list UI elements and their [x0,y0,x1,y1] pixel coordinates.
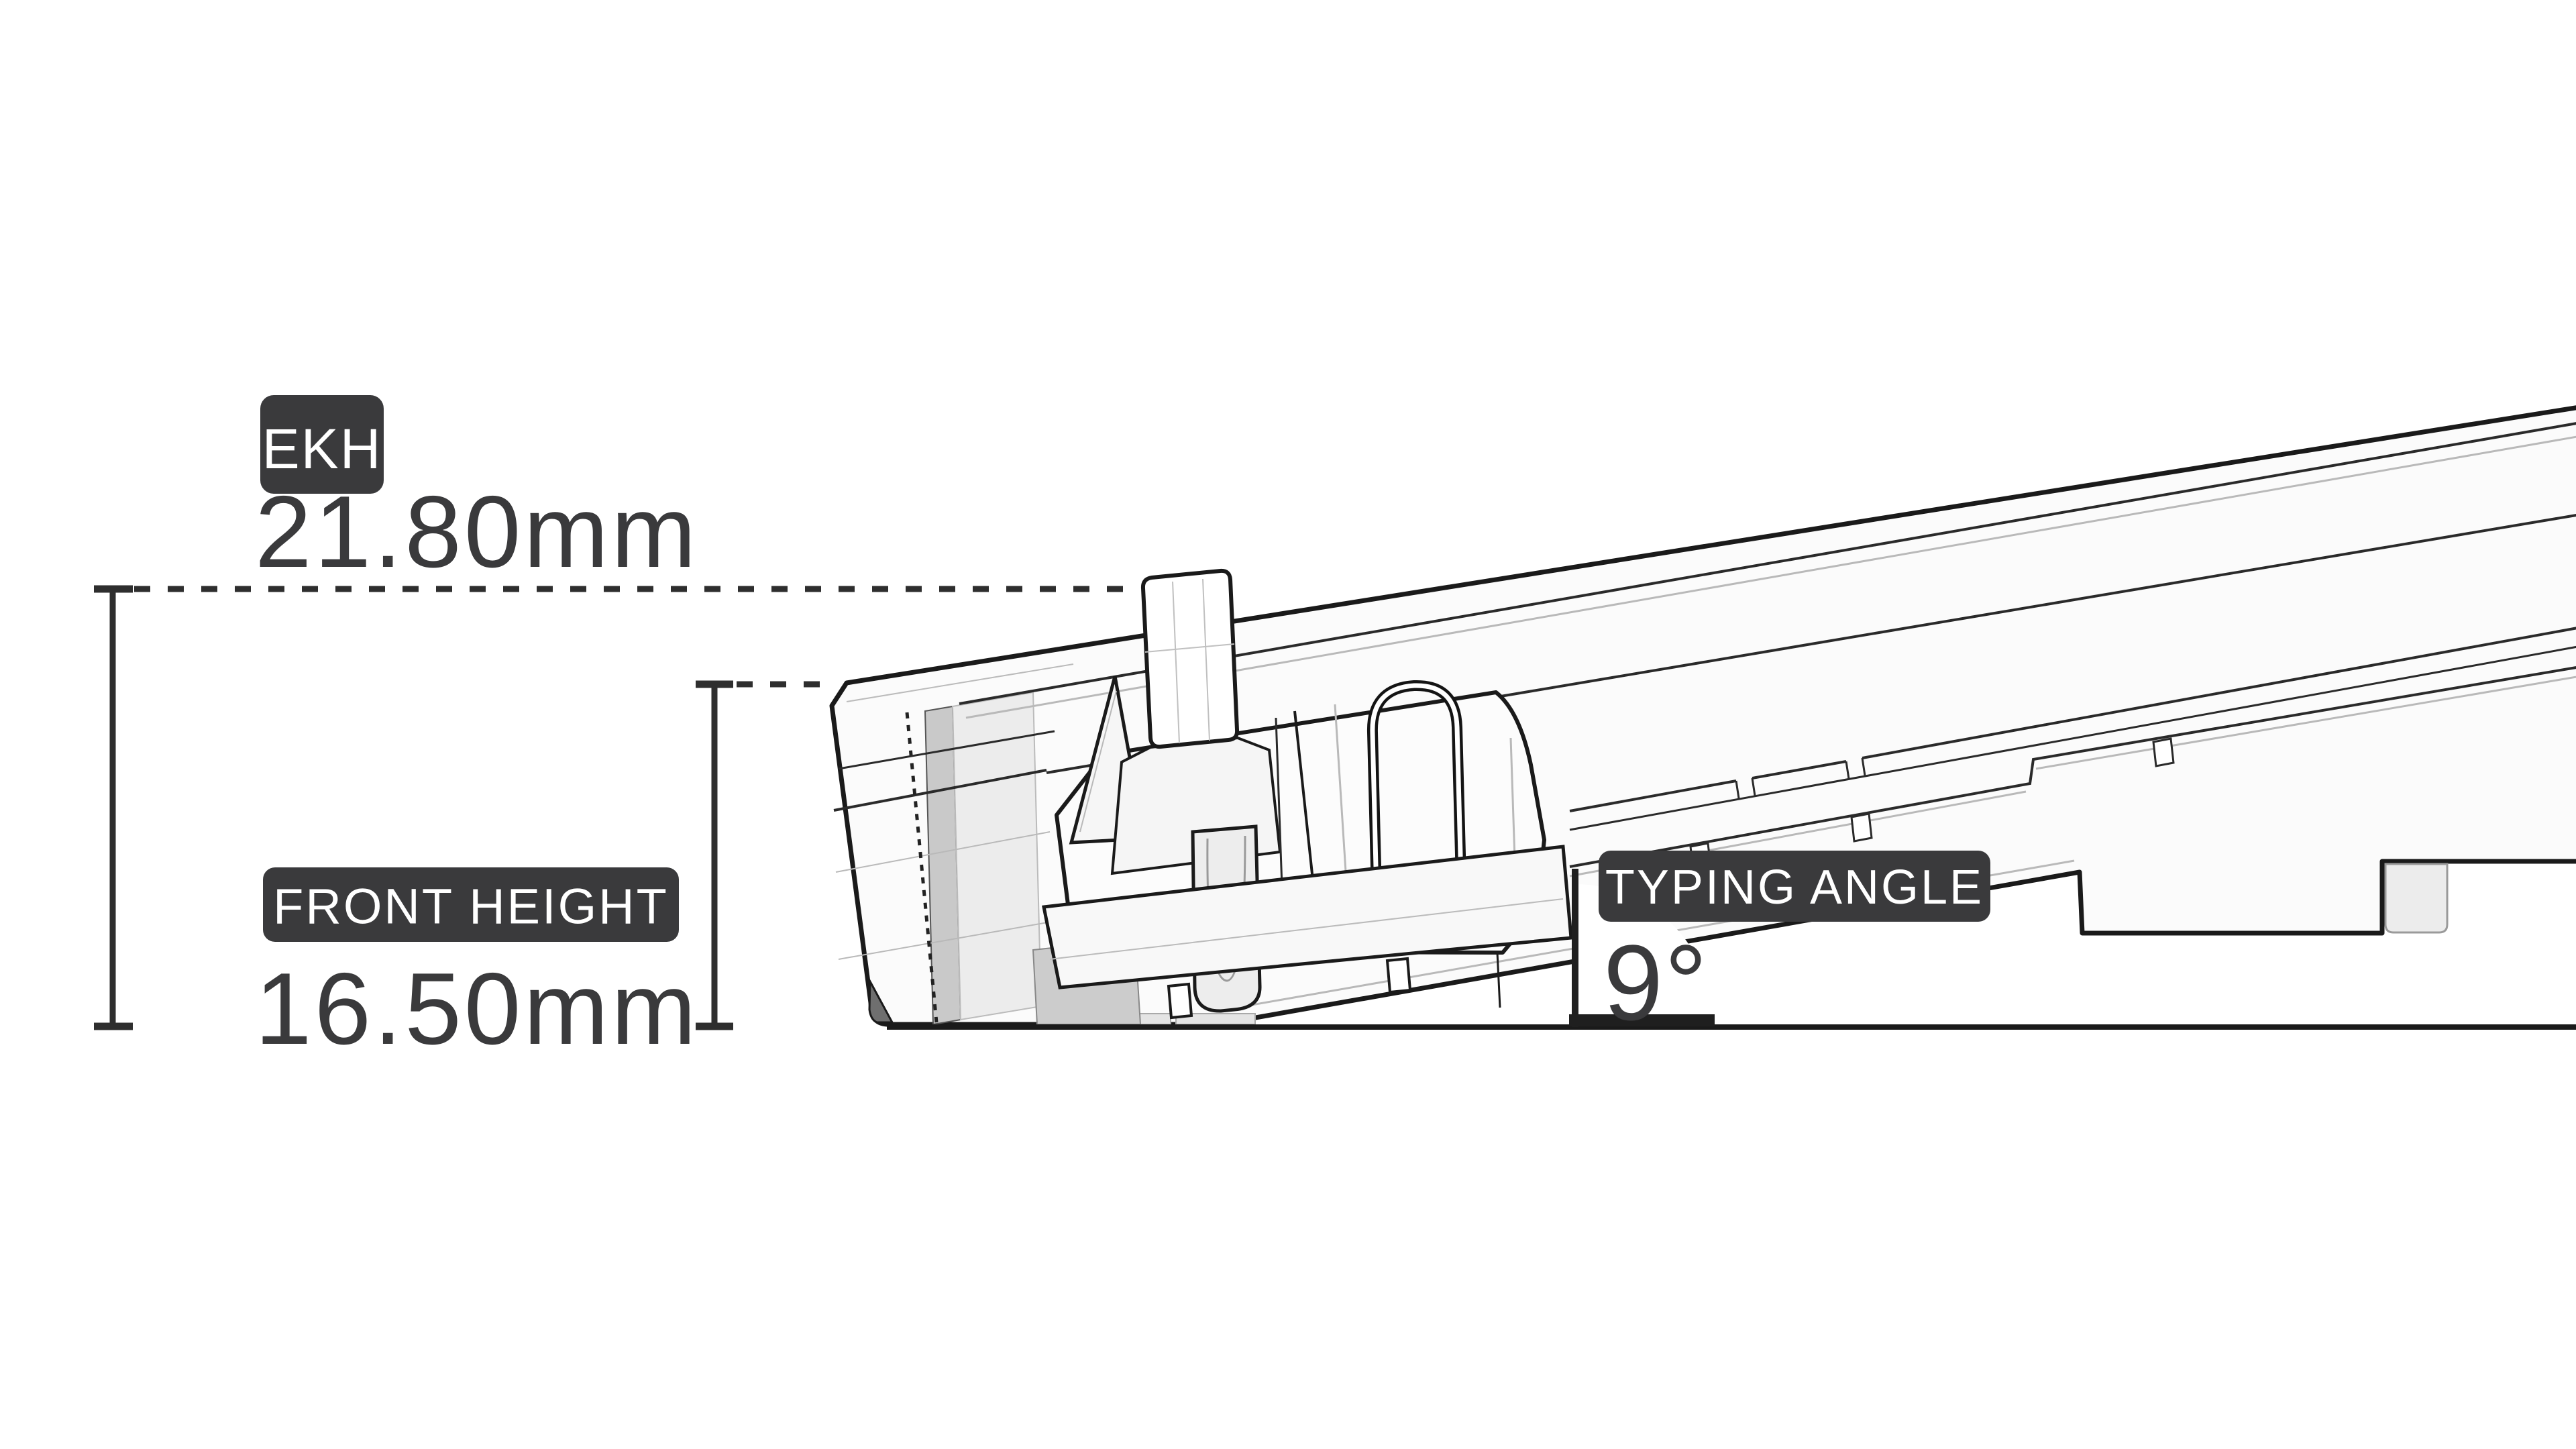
topcase-inner-gray [965,435,2576,719]
switch-stem-details [1144,578,1235,744]
ekh-badge [260,395,384,494]
typing-angle-badge [1599,851,1990,922]
keyboard-illustration [829,405,2576,1030]
typing-angle-badge-label: TYPING ANGLE [1605,861,1984,914]
front-lip-line [846,663,1074,702]
switch-contact-leaves [1275,704,1348,906]
switch-cross-section [1042,568,1573,1020]
ekh-value: 21.80mm [255,475,699,589]
ekh-badge-label: EKH [262,417,382,480]
switch-hairpin-inner [1370,683,1464,896]
annotation-ekh: EKH 21.80mm [255,395,699,589]
switch-brace-inner [1079,690,1117,833]
rear-foot [2384,863,2449,934]
plate-left-line [838,730,1055,770]
front-dotted-seam [905,712,938,1023]
front-height-badge [263,867,679,942]
switch-pins [1167,957,1412,1020]
front-height-value: 16.50mm [255,952,699,1066]
switch-bottom-inner [1049,898,1564,960]
front-seam-1 [833,769,1047,812]
front-height-badge-label: FRONT HEIGHT [273,879,669,934]
annotation-typing-angle: TYPING ANGLE 9° [1599,851,1990,1042]
plate-band [1569,627,2576,831]
annotation-front-height: FRONT HEIGHT 16.50mm [255,867,699,1066]
typing-angle-value: 9° [1603,922,1709,1042]
switch-pin-wire [1496,952,1501,1008]
switch-stem [1140,568,1240,749]
switch-bottom-housing [1042,845,1573,989]
front-seam-3 [838,918,1067,960]
front-foot-triangle [868,977,894,1024]
front-seam-2 [835,831,1051,873]
dimension-lines [94,585,1134,1030]
